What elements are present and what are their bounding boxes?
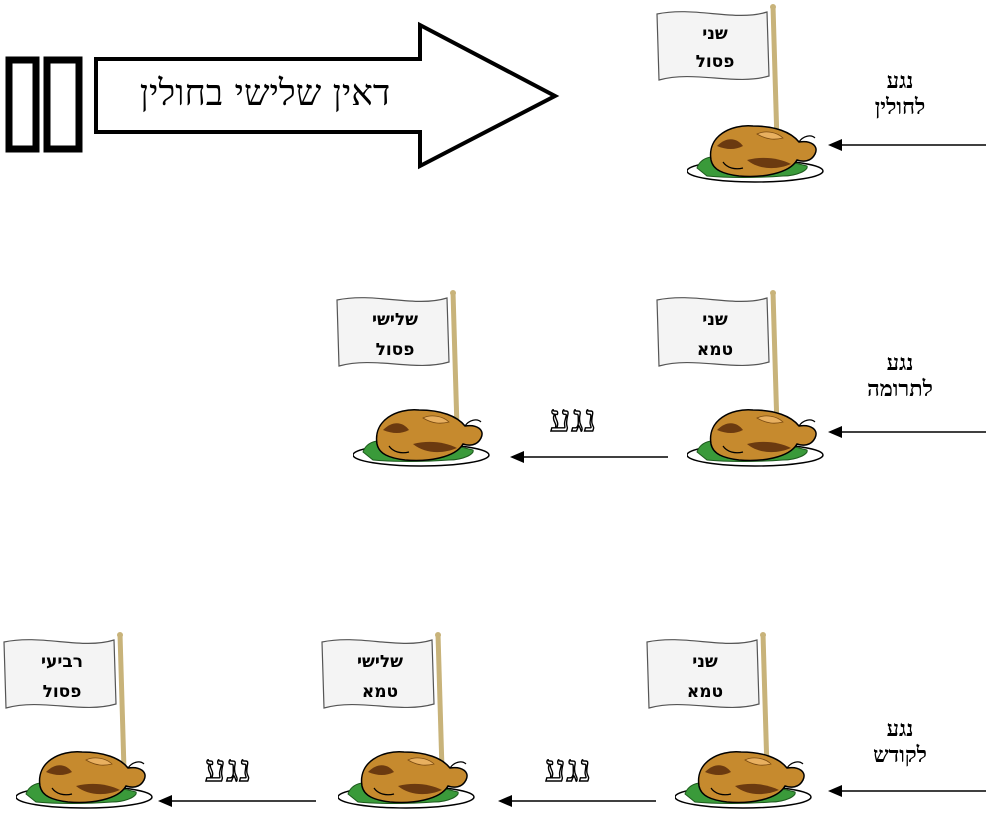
roast-chicken-icon xyxy=(16,742,156,812)
banner-arrow-shape xyxy=(5,21,560,170)
banner-box-1 xyxy=(5,56,40,153)
row-label: נגע לחולין xyxy=(860,68,940,120)
row-label-line1: נגע xyxy=(886,716,914,742)
flag-item: שני טמא xyxy=(655,290,825,470)
flag-icon xyxy=(646,632,770,771)
flag-line2: טמא xyxy=(686,682,724,702)
row-label-line2: לחולין xyxy=(874,94,926,120)
arrow-left-icon xyxy=(828,785,986,797)
flag-line2: פסול xyxy=(375,340,415,360)
arrow-left-icon xyxy=(828,426,986,438)
banner-text: דאין שלישי בחולין xyxy=(139,73,391,114)
flag-line1: שלישי xyxy=(371,310,419,330)
flag-line2: פסול xyxy=(42,682,82,702)
connector-label: נגע xyxy=(544,748,592,790)
roast-chicken-icon xyxy=(687,400,827,470)
roast-chicken-icon xyxy=(353,400,493,470)
flag-line2: טמא xyxy=(696,340,734,360)
arrow-left-icon xyxy=(158,795,316,807)
banner: דאין שלישי בחולין xyxy=(0,20,560,170)
arrow-left-icon xyxy=(498,795,656,807)
row-label-line1: נגע xyxy=(886,68,914,94)
roast-chicken-icon xyxy=(687,116,827,186)
flag-line1: רביעי xyxy=(41,652,83,672)
row-label-line1: נגע xyxy=(886,350,914,376)
flag-item: שני טמא xyxy=(645,632,815,812)
flag-line1: שני xyxy=(702,24,728,44)
flag-icon xyxy=(3,632,127,771)
flag-icon xyxy=(656,290,780,429)
roast-chicken-icon xyxy=(338,742,478,812)
flag-line2: פסול xyxy=(695,52,735,72)
banner-box-2 xyxy=(43,56,83,153)
flag-line1: שני xyxy=(702,310,728,330)
row-holin: נגע לחולין שני פסול xyxy=(0,0,988,200)
connector-label: נגע xyxy=(204,748,252,790)
connector-label: נגע xyxy=(549,398,597,440)
row-label-line2: לתרומה xyxy=(867,376,933,402)
flag-icon xyxy=(336,290,460,429)
flag-line1: שלישי xyxy=(356,652,404,672)
banner-arrow-outline xyxy=(94,21,560,170)
arrow-left-icon xyxy=(510,451,668,463)
flag-icon xyxy=(656,4,780,143)
flag-icon xyxy=(321,632,445,771)
row-kodesh: נגע לקודש שני טמא נגע שלישי טמא נגע xyxy=(0,620,988,820)
row-label: נגע לתרומה xyxy=(860,350,940,402)
flag-line2: טמא xyxy=(361,682,399,702)
arrow-left-icon xyxy=(828,139,986,151)
row-truma: נגע לתרומה שני טמא נגע שלישי פסול xyxy=(0,280,988,480)
flag-item: שלישי טמא xyxy=(320,632,490,812)
flag-line1: שני xyxy=(692,652,718,672)
row-label: נגע לקודש xyxy=(860,716,940,768)
flag-item: שלישי פסול xyxy=(335,290,505,470)
flag-item: שני פסול xyxy=(655,4,825,184)
flag-item: רביעי פסול xyxy=(2,632,172,812)
roast-chicken-icon xyxy=(675,742,815,812)
row-label-line2: לקודש xyxy=(873,742,927,768)
